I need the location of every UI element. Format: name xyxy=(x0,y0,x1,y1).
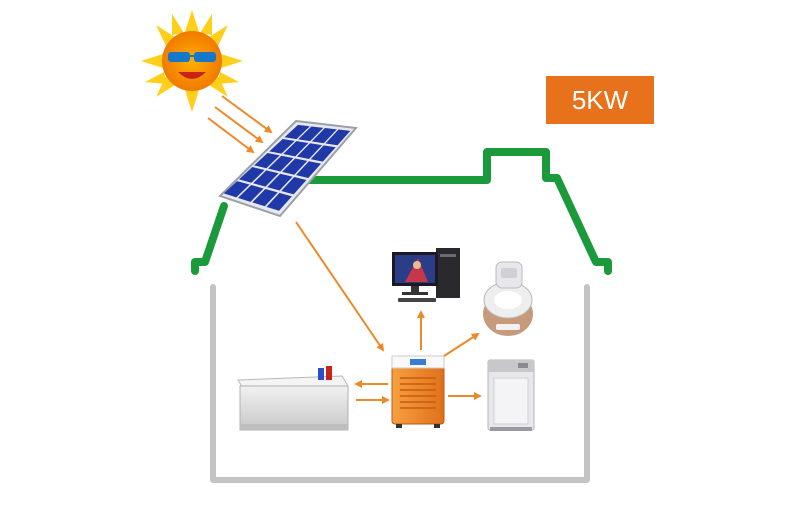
solar-cell xyxy=(252,188,278,207)
sun-icon xyxy=(141,10,243,112)
sunlight-arrow-2 xyxy=(214,106,264,144)
solar-cell xyxy=(253,170,279,187)
house-wall xyxy=(210,284,590,483)
power-rating-badge: 5KW xyxy=(546,76,654,124)
solar-cell xyxy=(281,177,307,195)
solar-cell xyxy=(254,153,280,169)
solar-panel-icon xyxy=(218,119,358,218)
solar-cell xyxy=(238,167,265,183)
solar-cell xyxy=(310,145,336,162)
solar-cell xyxy=(296,143,323,159)
solar-cell xyxy=(284,124,310,140)
inverter-to-rice-cooker-arrow xyxy=(443,332,480,357)
panel-to-inverter-arrow xyxy=(295,221,385,352)
solar-cell xyxy=(325,129,351,146)
solar-cell xyxy=(283,141,309,157)
sunlight-arrow-3 xyxy=(207,117,255,154)
solar-cell xyxy=(298,126,324,142)
solar-cell xyxy=(268,155,294,172)
solar-cell xyxy=(269,138,295,154)
house-roof xyxy=(191,148,612,275)
solar-cell xyxy=(267,173,293,191)
inverter-icon xyxy=(391,355,445,428)
solar-cell xyxy=(238,185,264,202)
washing-machine-icon xyxy=(487,359,535,431)
solar-cell xyxy=(295,161,322,179)
solar-cell xyxy=(266,192,292,211)
solar-cell xyxy=(311,128,337,144)
solar-cell xyxy=(223,181,250,198)
sunlight-arrow-1 xyxy=(221,95,273,134)
computer-icon xyxy=(392,248,460,302)
battery-icon xyxy=(237,366,349,431)
rice-cooker-icon xyxy=(483,261,533,336)
solar-cell xyxy=(282,158,308,175)
